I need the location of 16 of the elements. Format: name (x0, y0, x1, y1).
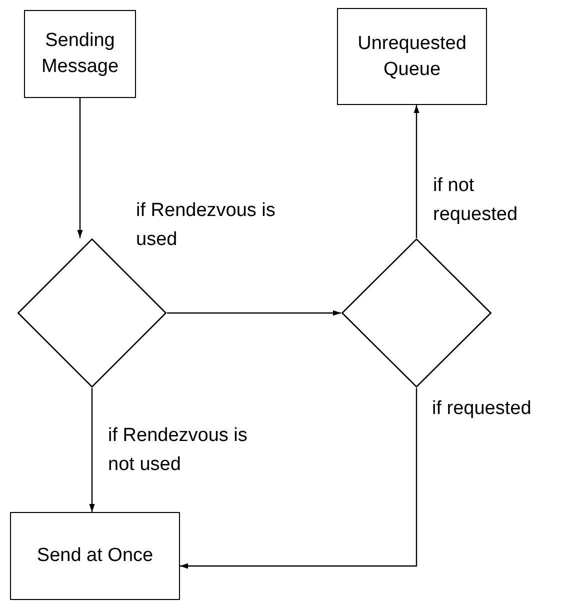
arrow (180, 388, 418, 569)
arrow (89, 388, 95, 512)
arrow (77, 98, 83, 238)
edge-label: if requested (432, 397, 532, 421)
process-box (24, 10, 136, 98)
node-text: Unrequested Queue (356, 32, 468, 82)
edge-label: if Rendezvous is used (136, 199, 276, 252)
edge-label: if Rendezvous is not used (108, 424, 248, 476)
node-text: Send at Once (36, 544, 154, 568)
diamond-node (341, 238, 492, 388)
arrow (414, 105, 420, 238)
process-box (337, 8, 487, 105)
arrow (167, 310, 341, 316)
node-text: Sending Message (40, 29, 120, 79)
edge-label: if not requested (433, 174, 519, 226)
process-box (10, 512, 180, 600)
